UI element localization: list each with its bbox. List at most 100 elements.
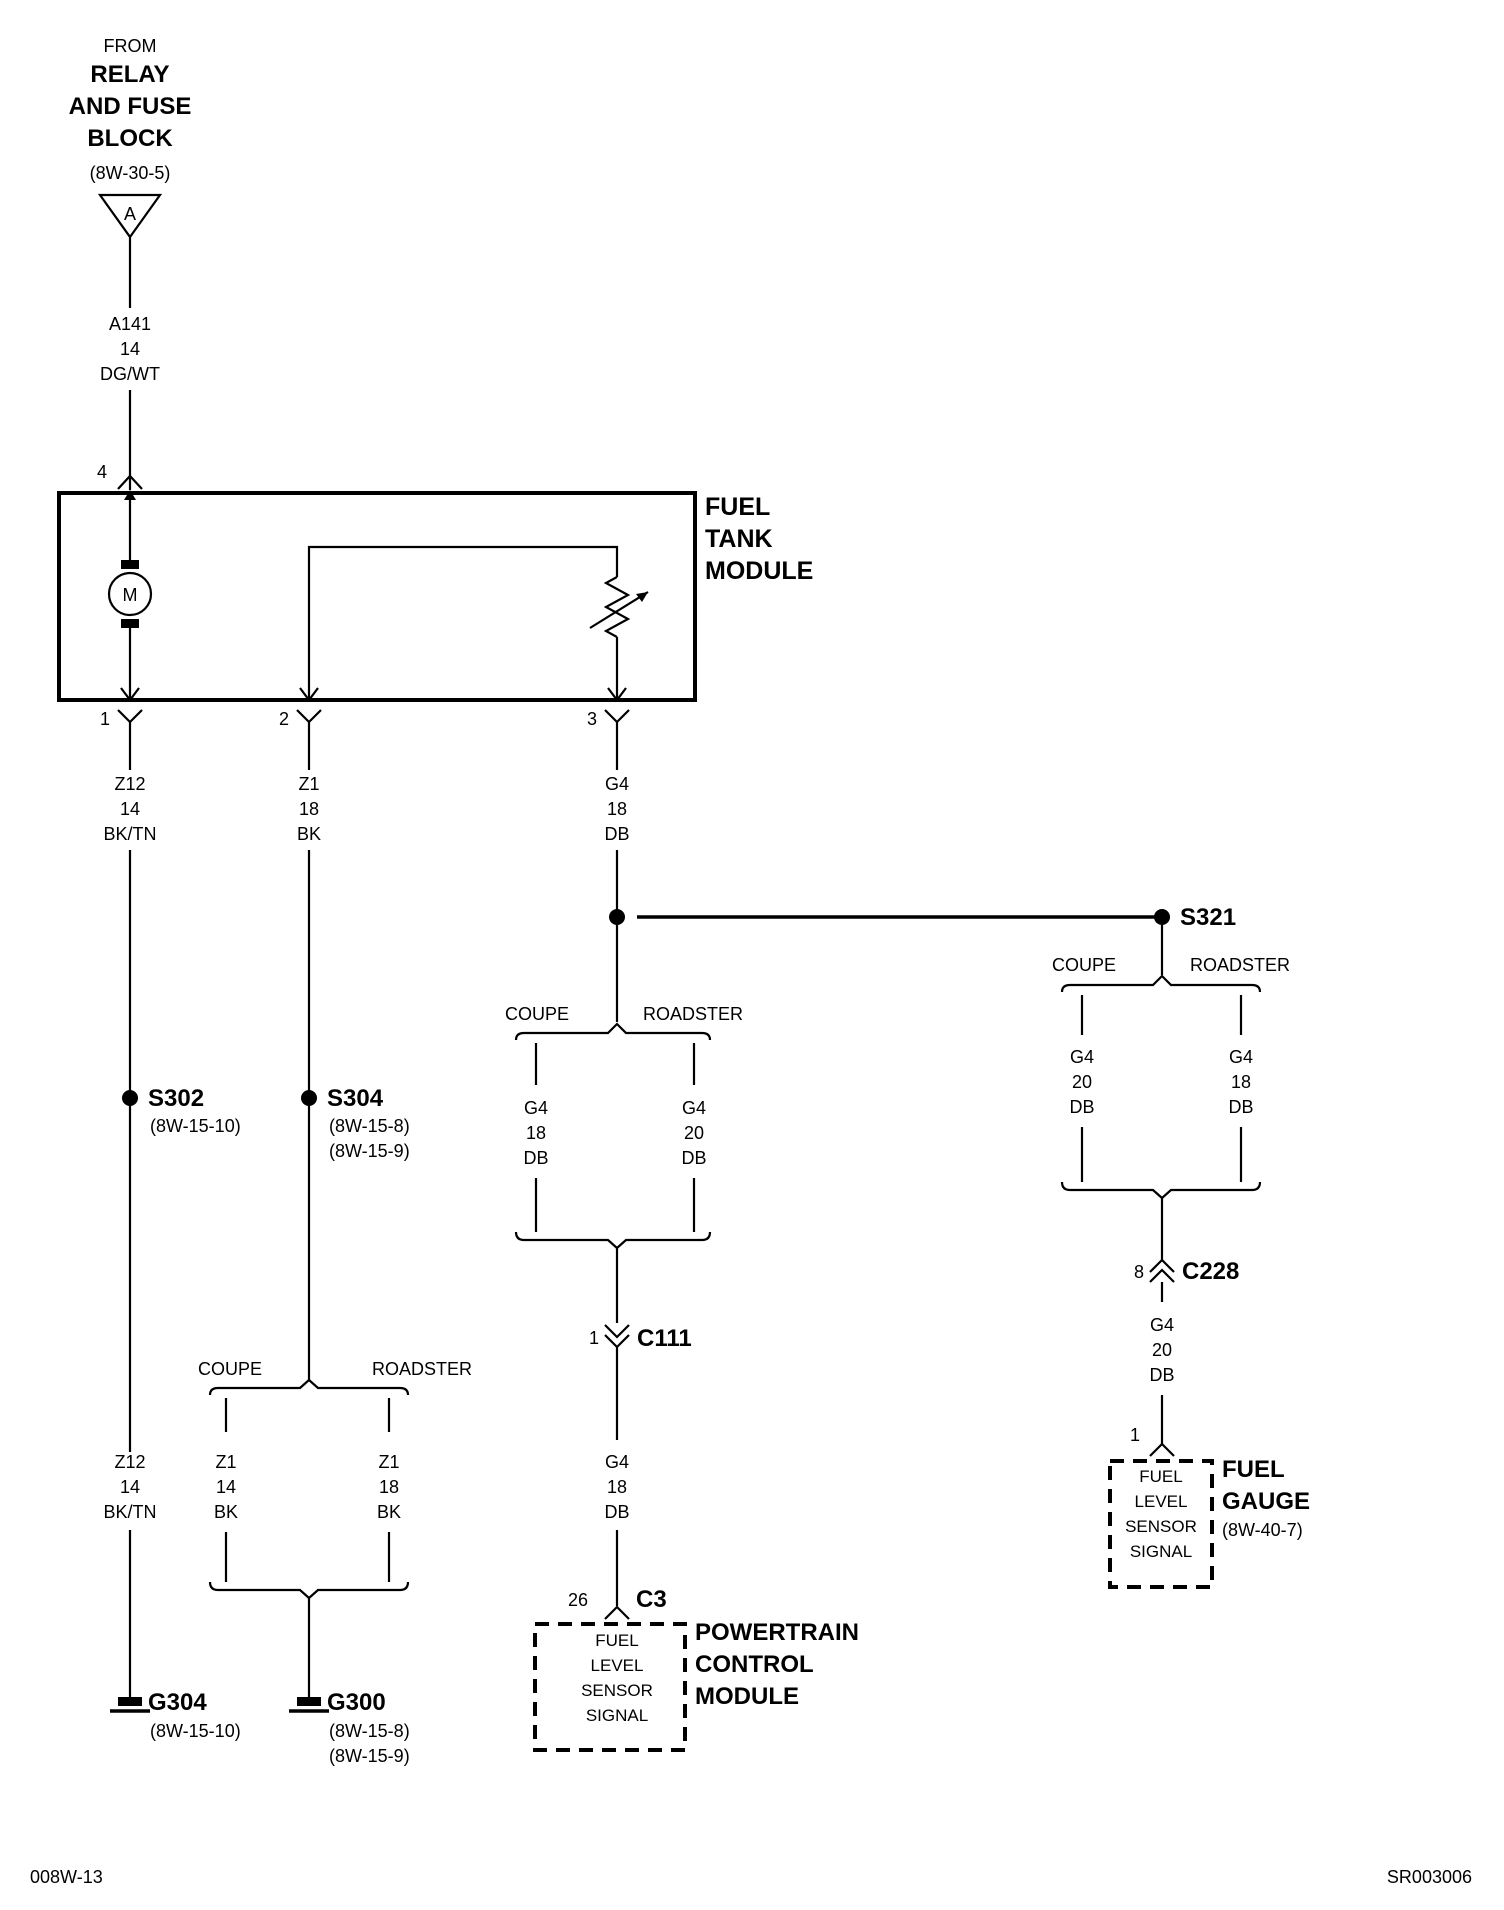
connector-c3-pin: 26: [568, 1590, 588, 1610]
motor-letter: M: [123, 585, 138, 605]
wire-g4-gauge: 18: [607, 799, 627, 819]
wire-c228-gauge-circuit: G4: [1150, 1315, 1174, 1335]
wire-c111-pcm-circuit: G4: [605, 1452, 629, 1472]
connector-c111-pin: 1: [589, 1328, 599, 1348]
splice-s302-id: S302: [148, 1085, 204, 1112]
wire-pcm-coupe-color: DB: [523, 1148, 548, 1168]
pcm-variant-coupe-label: COUPE: [505, 1004, 569, 1024]
source-name-line-3: BLOCK: [87, 125, 173, 152]
source-ref: (8W-30-5): [90, 163, 171, 183]
wire-c228-gauge-gauge: 20: [1152, 1340, 1172, 1360]
ground-g300-ref-1: (8W-15-8): [329, 1721, 410, 1741]
splice-s304-dot: [301, 1090, 317, 1106]
splice-s304-id: S304: [327, 1085, 384, 1112]
wire-z12-circuit: Z12: [114, 774, 145, 794]
fuel-tank-module-box: [57, 491, 697, 702]
wire-a141-label: A141 14 DG/WT: [100, 314, 160, 384]
pcm-signal-line-4: SIGNAL: [586, 1706, 648, 1725]
source-connector-triangle: [97, 193, 163, 239]
source-name-line-1: RELAY: [90, 61, 169, 88]
sender-resistor-icon: [603, 576, 631, 638]
motor-brush-top: [121, 560, 139, 569]
ground-g300: G300 (8W-15-8) (8W-15-9): [289, 1689, 410, 1766]
pcm-variant-bottom-bracket: [514, 1231, 712, 1250]
connector-c228-pin: 8: [1134, 1262, 1144, 1282]
wire-z12-lower-gauge: 14: [120, 1477, 140, 1497]
wire-g4-label: G4 18 DB: [604, 774, 629, 844]
fuel-gauge-signal-line-2: LEVEL: [1135, 1492, 1188, 1511]
gauge-variant-split: COUPE ROADSTER G4 20 DB G4 18 DB: [1052, 925, 1290, 1200]
wire-ground-coupe-circuit: Z1: [215, 1452, 236, 1472]
fuel-tank-module-name-line-3: MODULE: [705, 557, 813, 585]
wire-z12-gauge: 14: [120, 799, 140, 819]
wire-a141-gauge: 14: [120, 339, 140, 359]
wire-a141-circuit: A141: [109, 314, 151, 334]
ground-variant-bottom-bracket: [208, 1581, 410, 1600]
splice-s304-ref-1: (8W-15-8): [329, 1116, 410, 1136]
pin-3-connector-icon: [604, 709, 630, 724]
splice-s321-left-dot: [609, 909, 625, 925]
wire-ground-coupe-color: BK: [214, 1502, 238, 1522]
wire-ground-roadster-circuit: Z1: [378, 1452, 399, 1472]
pcm-name-line-2: CONTROL: [695, 1651, 814, 1678]
wire-ground-coupe-gauge: 14: [216, 1477, 236, 1497]
connector-c228: 8 C228: [1134, 1258, 1239, 1285]
ground-g304-ref: (8W-15-10): [150, 1721, 241, 1741]
wire-pcm-coupe-circuit: G4: [524, 1098, 548, 1118]
wire-z12-color: BK/TN: [103, 824, 156, 844]
fuel-tank-module-name-line-2: TANK: [705, 525, 773, 553]
wire-pcm-roadster-gauge: 20: [684, 1123, 704, 1143]
pcm-dashed-box: [533, 1622, 687, 1752]
wire-c111-pcm-label: G4 18 DB: [604, 1452, 629, 1522]
splice-s302-ref: (8W-15-10): [150, 1116, 241, 1136]
pcm-variant-roadster-label: ROADSTER: [643, 1004, 743, 1024]
wire-c228-gauge-color: DB: [1149, 1365, 1174, 1385]
pin-1-connector-icon: [117, 709, 143, 724]
footer-page-code: 008W-13: [30, 1867, 103, 1887]
wire-c111-pcm-gauge: 18: [607, 1477, 627, 1497]
connector-c3-icon: [604, 1605, 630, 1620]
ground-g300-icon: [297, 1697, 321, 1706]
ground-g304-icon: [118, 1697, 142, 1706]
powertrain-control-module: 26 C3 FUEL LEVEL SENSOR SIGNAL POWERTRAI…: [533, 1586, 859, 1752]
splice-s321-dot: [1154, 909, 1170, 925]
pin-1-label: 1: [100, 709, 110, 729]
wire-z12-lower-color: BK/TN: [103, 1502, 156, 1522]
module-output-pins: 1 2 3: [100, 709, 630, 729]
source-from-label: FROM: [104, 36, 157, 56]
sender-arrow-pin-2: [299, 687, 319, 702]
splice-s321-id: S321: [1180, 904, 1236, 931]
fuel-gauge-connector-icon: [1149, 1442, 1175, 1457]
connector-c111-icon-upper: [604, 1324, 630, 1339]
wire-c228-gauge-label: G4 20 DB: [1149, 1315, 1174, 1385]
source-relay-fuse-block: FROM RELAY AND FUSE BLOCK (8W-30-5) A: [69, 36, 191, 239]
ground-g300-ref-2: (8W-15-9): [329, 1746, 410, 1766]
wire-gauge-coupe-circuit: G4: [1070, 1047, 1094, 1067]
pin-4-label: 4: [97, 462, 107, 482]
connector-c228-icon-lower: [1149, 1268, 1175, 1283]
wire-c111-pcm-color: DB: [604, 1502, 629, 1522]
motor-brush-bottom: [121, 619, 139, 628]
wire-g4-circuit: G4: [605, 774, 629, 794]
wire-g4-color: DB: [604, 824, 629, 844]
pin-4-connector-icon: [117, 474, 143, 490]
wire-gauge-roadster-gauge: 18: [1231, 1072, 1251, 1092]
splice-s302-dot: [122, 1090, 138, 1106]
source-connector-letter: A: [124, 204, 136, 224]
ground-variant-top-bracket: [208, 1378, 410, 1396]
pcm-signal-line-1: FUEL: [595, 1631, 638, 1650]
gauge-variant-top-bracket: [1060, 974, 1262, 993]
motor-wire-arrow-down: [120, 687, 140, 702]
wire-ground-roadster-color: BK: [377, 1502, 401, 1522]
wire-z12-lower-label: Z12 14 BK/TN: [103, 1452, 156, 1522]
wire-z1-label: Z1 18 BK: [297, 774, 321, 844]
wire-ground-roadster-gauge: 18: [379, 1477, 399, 1497]
pcm-variant-top-bracket: [514, 1022, 712, 1041]
gauge-variant-roadster-label: ROADSTER: [1190, 955, 1290, 975]
connector-c3-id: C3: [636, 1586, 667, 1613]
ground-g304: G304 (8W-15-10): [110, 1689, 241, 1741]
fuel-gauge-signal-line-3: SENSOR: [1125, 1517, 1197, 1536]
footer-figure-code: SR003006: [1387, 1867, 1472, 1887]
motor-icon: [107, 571, 153, 617]
ground-g304-id: G304: [148, 1689, 207, 1716]
